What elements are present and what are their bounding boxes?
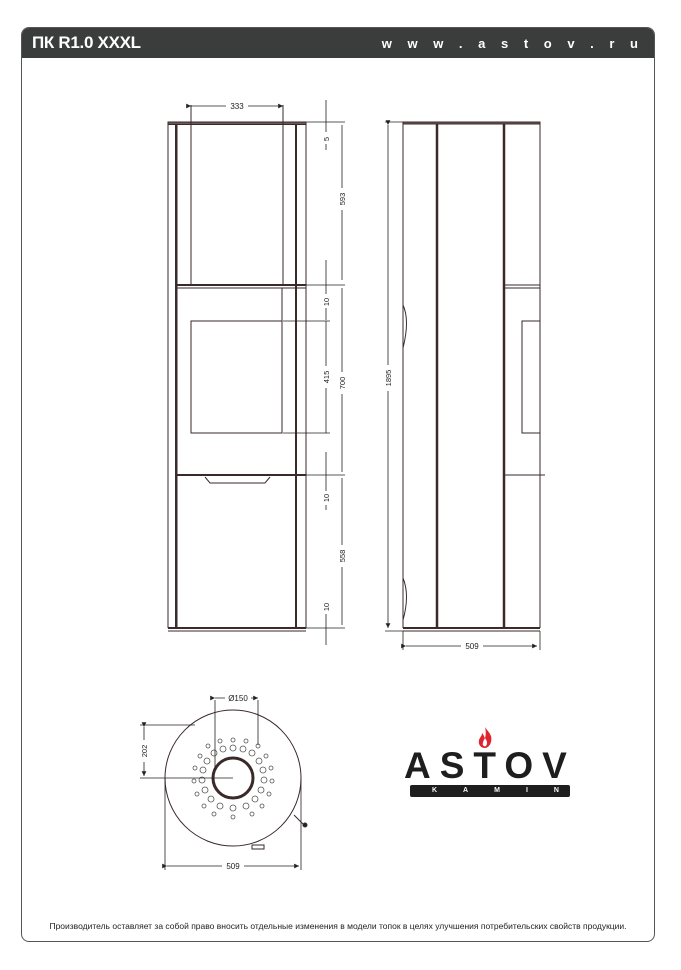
front-view bbox=[167, 105, 307, 632]
astov-logo: ASTOV KAMIN bbox=[404, 727, 574, 797]
disclaimer-note: Производитель оставляет за собой право в… bbox=[49, 921, 627, 931]
svg-text:5: 5 bbox=[322, 137, 331, 141]
drawing-sheet: ПК R1.0 XXXL w w w . a s t o v . r u Про… bbox=[21, 27, 655, 942]
website-url: w w w . a s t o v . r u bbox=[381, 36, 644, 51]
svg-text:415: 415 bbox=[322, 371, 331, 384]
svg-text:593: 593 bbox=[338, 193, 347, 206]
side-view bbox=[402, 121, 545, 632]
svg-text:700: 700 bbox=[338, 377, 347, 390]
logo-brand-text: ASTOV bbox=[404, 745, 576, 786]
top-offset-label: 202 bbox=[140, 745, 149, 758]
vent-holes bbox=[191, 737, 275, 820]
product-title: ПК R1.0 XXXL bbox=[32, 33, 141, 52]
svg-text:10: 10 bbox=[322, 298, 331, 306]
front-width-label: 333 bbox=[230, 102, 244, 111]
logo-sub-text: KAMIN bbox=[410, 785, 570, 797]
top-view bbox=[164, 709, 308, 850]
top-width-label: 509 bbox=[226, 862, 240, 871]
flame-icon bbox=[478, 727, 492, 748]
side-height-label: 1895 bbox=[384, 370, 393, 387]
svg-text:558: 558 bbox=[338, 550, 347, 563]
svg-text:10: 10 bbox=[322, 603, 331, 611]
flue-diameter-label: Ø150 bbox=[228, 694, 248, 703]
header-bar: ПК R1.0 XXXL w w w . a s t o v . r u bbox=[22, 28, 654, 58]
side-depth-label: 509 bbox=[465, 642, 479, 651]
svg-text:10: 10 bbox=[322, 494, 331, 502]
